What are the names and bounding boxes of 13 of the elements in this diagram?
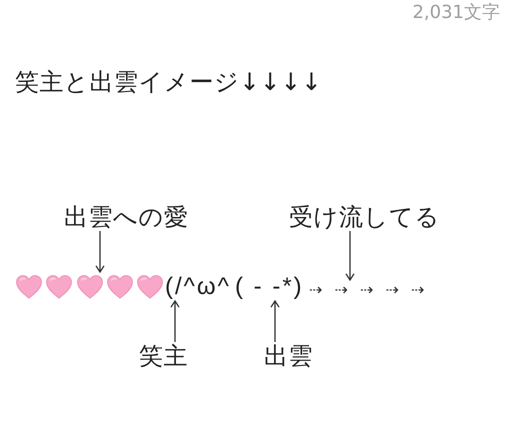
character-count: 2,031文字: [412, 4, 500, 22]
arrow-symbols: ⇢ ⇢ ⇢ ⇢ ⇢: [309, 282, 428, 298]
arrow: [95, 231, 105, 273]
annotation-label: 出雲: [264, 344, 313, 368]
arrow: [345, 231, 355, 281]
annotation-label: 出雲への愛: [64, 205, 188, 229]
arrow: [270, 300, 280, 342]
annotation-label: 笑主: [139, 344, 188, 368]
kaomoji: (/^ω^: [165, 275, 231, 299]
title: 笑主と出雲イメージ↓↓↓↓: [15, 70, 322, 94]
kaomoji: ( - -*): [235, 275, 304, 299]
annotation-label: 受け流してる: [289, 205, 440, 229]
arrow: [170, 300, 180, 342]
